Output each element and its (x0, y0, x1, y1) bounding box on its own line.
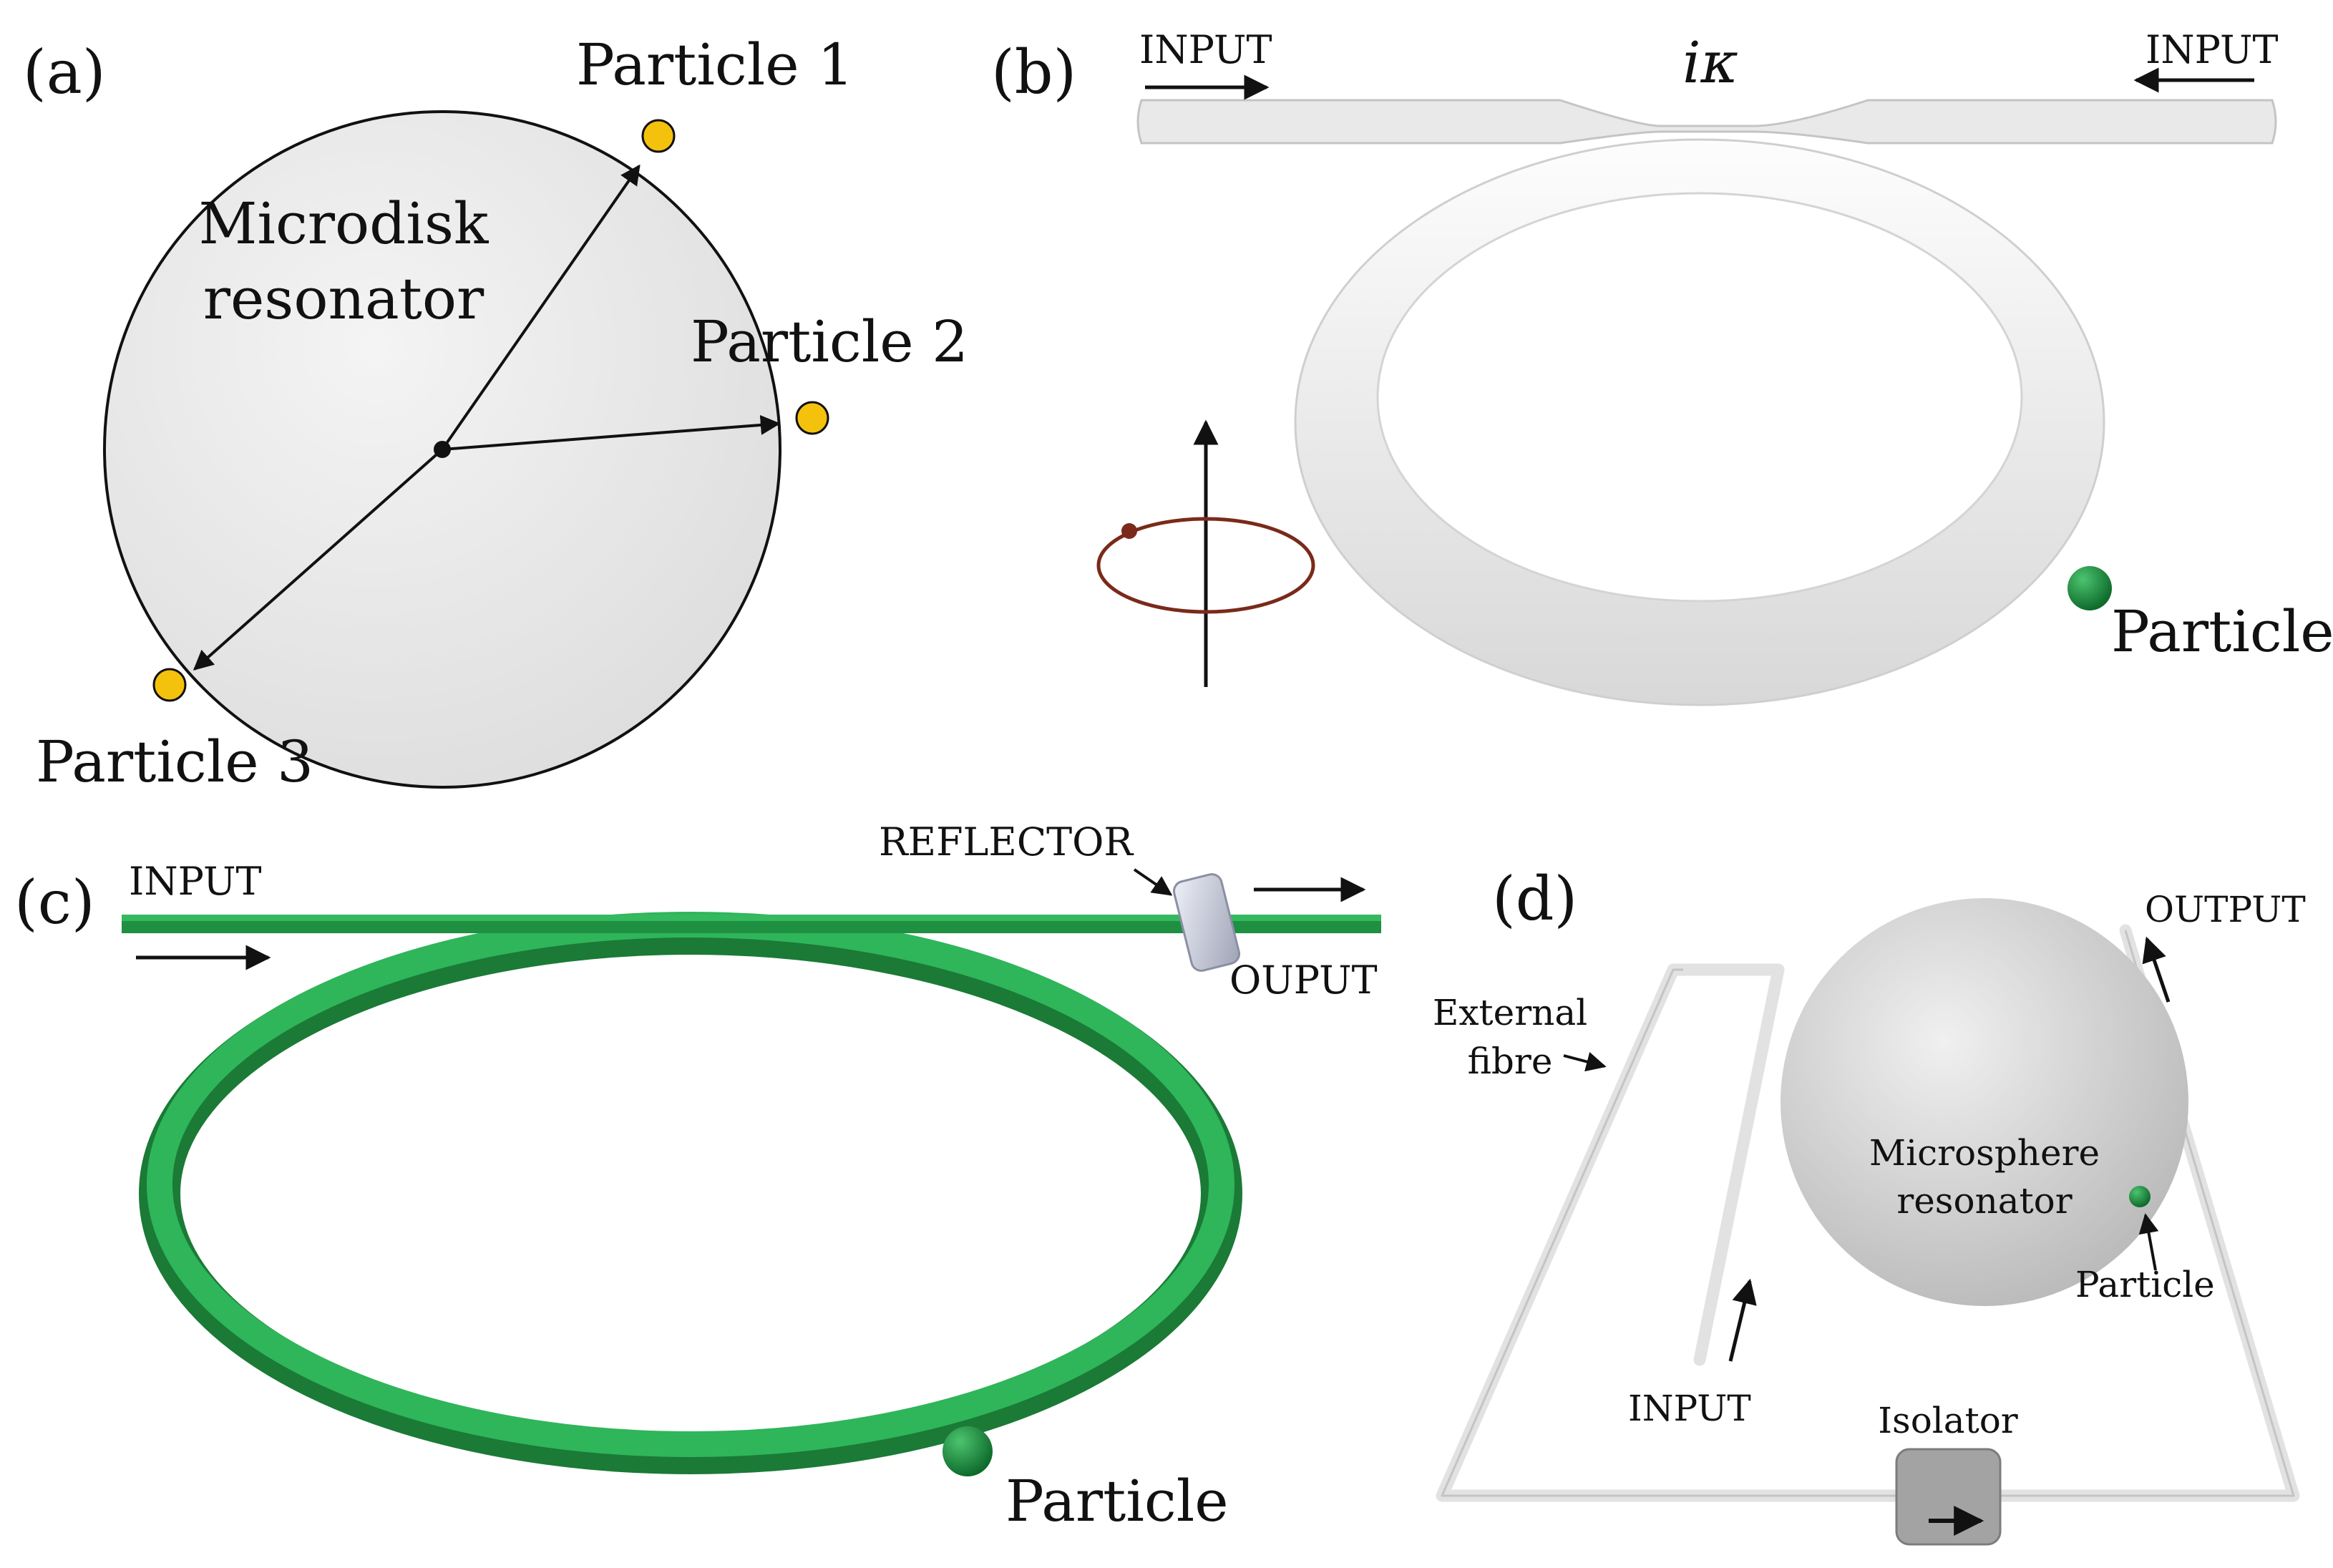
panel-b: (b) INPUT INPUT iκ Particle (991, 27, 2333, 706)
input-fibre (1693, 963, 1785, 1366)
microdisk-label-line1: Microdisk (198, 190, 490, 257)
particle-2-label: Particle 2 (691, 308, 968, 375)
particle-c-label: Particle (1005, 1468, 1229, 1534)
output-c-label: OUPUT (1229, 958, 1378, 1003)
particle-3-label: Particle 3 (36, 729, 313, 795)
radius-arrow-2 (442, 414, 781, 451)
microsphere-resonator (1781, 898, 2188, 1306)
microdisk-label-line2: resonator (203, 266, 484, 332)
input-d-label: INPUT (1628, 1388, 1751, 1429)
panel-b-tag: (b) (991, 37, 1076, 107)
radius-arrow-3 (193, 448, 444, 671)
disk-center (434, 441, 451, 458)
fibre-label-line2: fibre (1468, 1041, 1553, 1082)
panel-a-tag: (a) (23, 37, 106, 107)
radius-arrow-1 (441, 164, 641, 451)
panel-c-tag: (c) (14, 867, 95, 938)
rotation-arrow-head (1121, 523, 1137, 539)
particle-1 (641, 119, 676, 153)
output-d-arrow (2142, 936, 2171, 1003)
particle-b-label: Particle (2111, 598, 2333, 665)
microsphere-label-line2: resonator (1896, 1180, 2072, 1222)
particle-1-label: Particle 1 (576, 31, 854, 98)
reflector (1172, 873, 1241, 972)
fibre-pointer (1563, 1052, 1607, 1072)
ring-hole (1376, 192, 2023, 603)
panel-d: (d) Microsphere resonator Particle OUTPU… (1433, 864, 2306, 1546)
input-c-label: INPUT (129, 859, 262, 904)
particle-2 (795, 401, 829, 435)
panel-d-tag: (d) (1492, 864, 1577, 934)
input-left-label: INPUT (1139, 27, 1272, 72)
reflector-pointer (1133, 868, 1173, 896)
isolator-label: Isolator (1878, 1400, 2018, 1441)
ring-resonator-c (147, 912, 1234, 1457)
particle-b (2067, 566, 2112, 610)
particle-c (943, 1426, 993, 1476)
input-right-label: INPUT (2146, 27, 2279, 72)
particle-d-pointer (2138, 1213, 2159, 1271)
fibre-label-line1: External (1433, 992, 1587, 1033)
particle-d-label: Particle (2075, 1264, 2215, 1305)
tapered-fibre (1136, 99, 2277, 145)
input-d-arrow (1728, 1278, 1757, 1362)
panel-a: (a) Microdisk resonator Particle 1 Parti… (23, 31, 968, 795)
coupling-symbol: iκ (1682, 29, 1738, 96)
output-d-label: OUTPUT (2145, 889, 2306, 930)
particle-3 (152, 668, 187, 702)
rotation-arrow-icon (1096, 517, 1315, 614)
microsphere-label-line1: Microsphere (1869, 1132, 2100, 1174)
panel-c: (c) INPUT REFLECTOR OUPUT Particle (14, 819, 1381, 1534)
isolator (1895, 1448, 2002, 1546)
particle-d (2129, 1186, 2151, 1207)
reflector-label: REFLECTOR (879, 819, 1134, 865)
